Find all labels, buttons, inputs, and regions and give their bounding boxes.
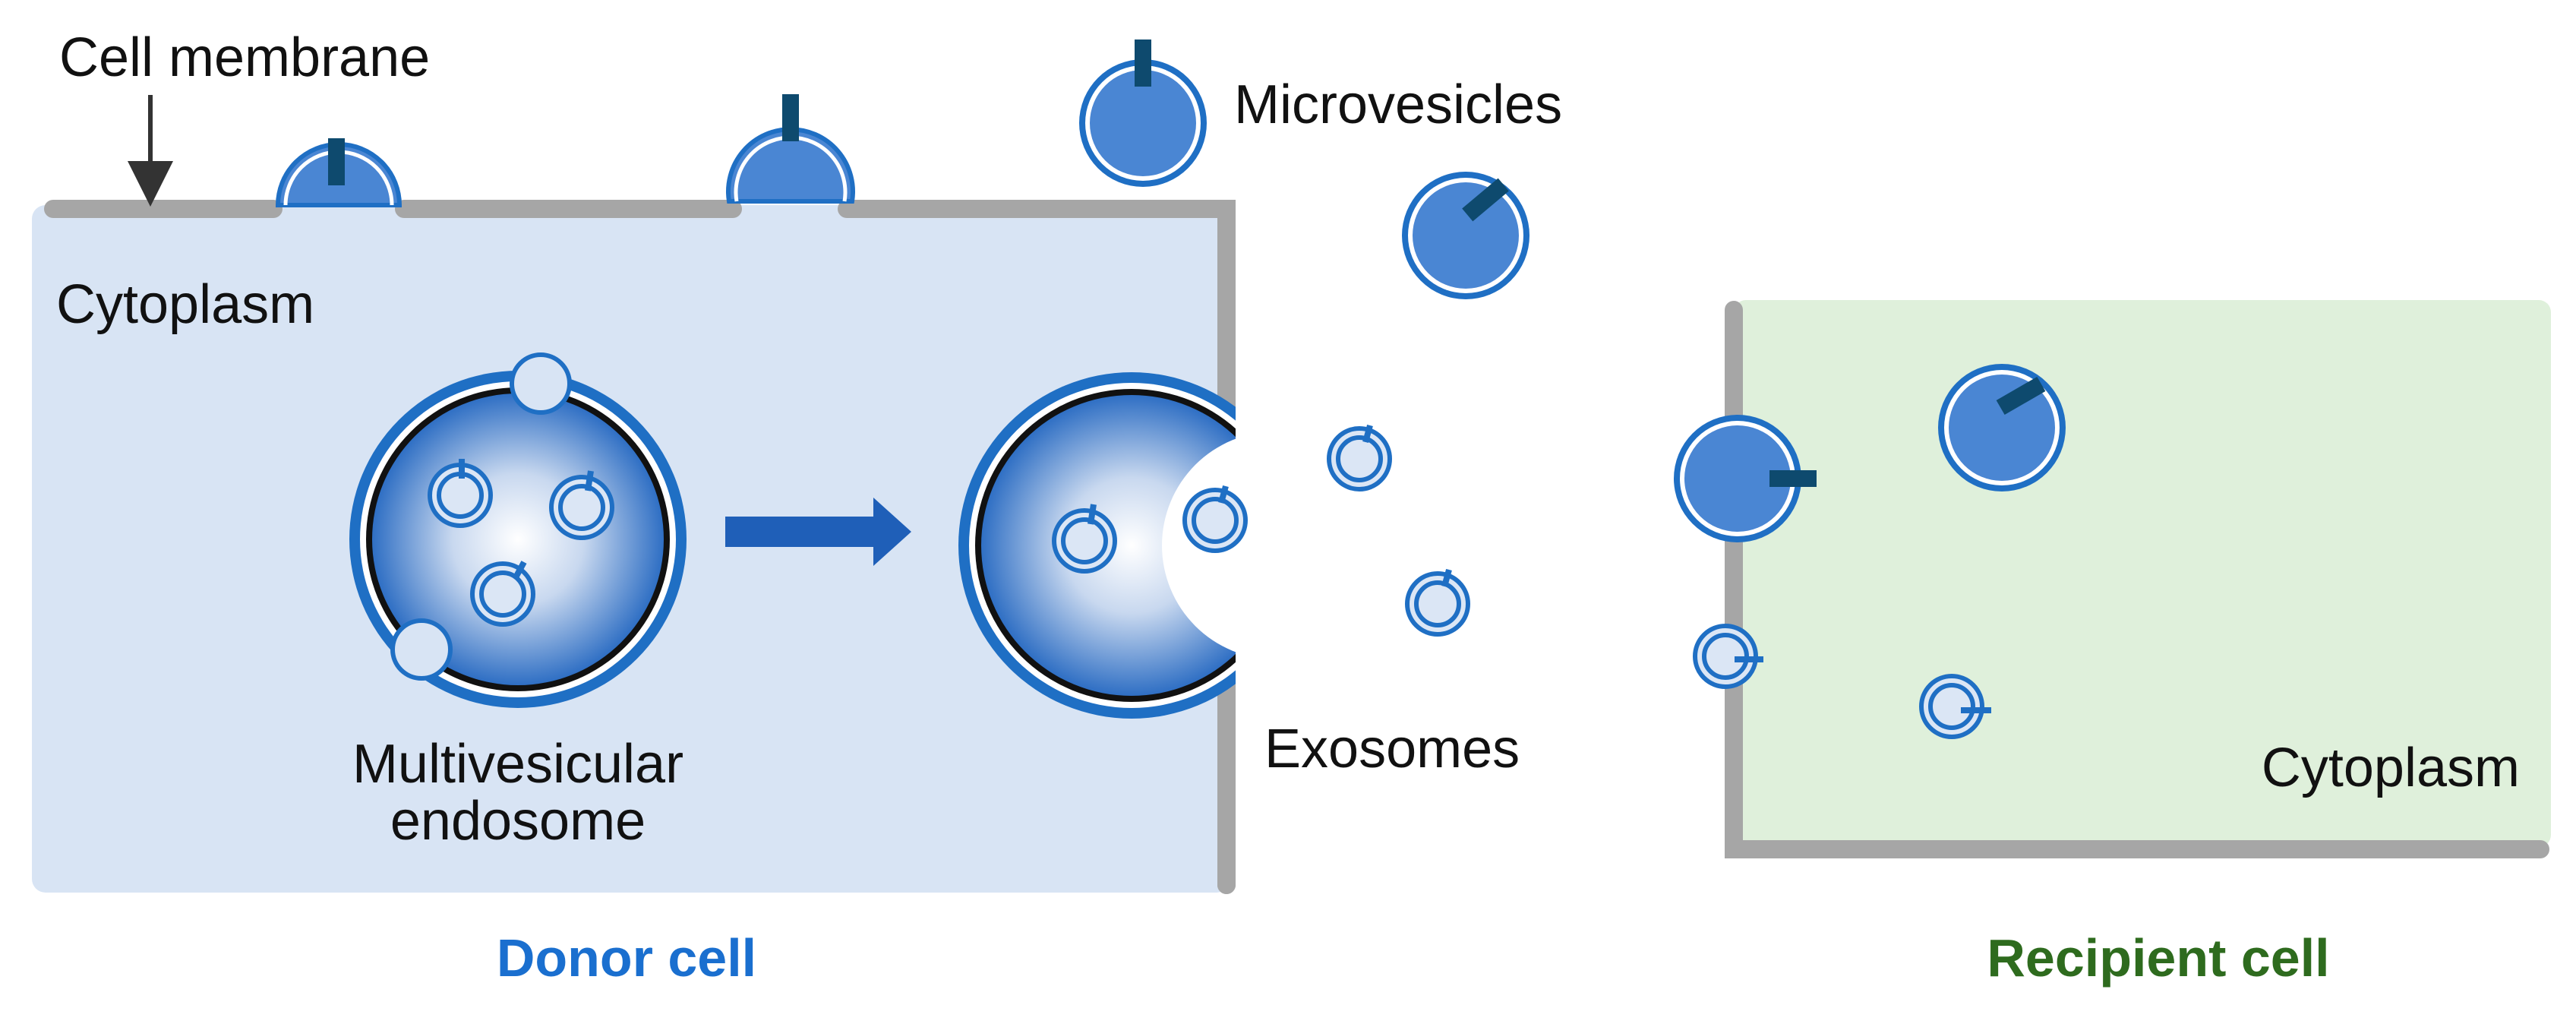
ilv-2: [549, 470, 614, 540]
recipient-exosomes: [1693, 624, 1991, 739]
exosome-2: [1327, 424, 1392, 491]
ilv-4: [1052, 504, 1117, 574]
fusing-endosome: [958, 372, 1390, 722]
exosome-1: [1182, 485, 1248, 553]
mve-label-line1: Multivesicular: [352, 734, 683, 795]
mve-label-line2: endosome: [390, 791, 646, 852]
recipient-microvesicle-1: [1674, 415, 1817, 542]
recipient-exosome-2: [1919, 674, 1991, 739]
donor-cell-title: Donor cell: [497, 928, 756, 988]
donor-cytoplasm-label: Cytoplasm: [56, 274, 314, 335]
budding-microvesicle-1: [275, 138, 402, 207]
exosomes-label: Exosomes: [1264, 719, 1520, 779]
recipient-exosome-1: [1693, 624, 1763, 689]
microvesicles-label: Microvesicles: [1234, 74, 1562, 135]
intraluminal-vesicles: [428, 459, 614, 627]
released-exosomes: [1182, 424, 1470, 637]
recipient-microvesicle-2: [1938, 364, 2066, 491]
budding-microvesicle-2: [726, 94, 855, 204]
cell-membrane-callout: Cell membrane: [59, 27, 430, 207]
fusion-arrow: [725, 498, 911, 566]
ilv-1: [428, 459, 493, 528]
microvesicle-2: [1402, 172, 1530, 299]
recipient-cell-title: Recipient cell: [1987, 928, 2329, 988]
cell-membrane-label: Cell membrane: [59, 27, 430, 88]
recipient-cytoplasm-label: Cytoplasm: [2262, 738, 2520, 798]
ilv-3: [470, 561, 535, 627]
microvesicle-1: [1079, 40, 1207, 187]
multivesicular-endosome: [349, 352, 687, 708]
exosome-3: [1405, 568, 1470, 637]
